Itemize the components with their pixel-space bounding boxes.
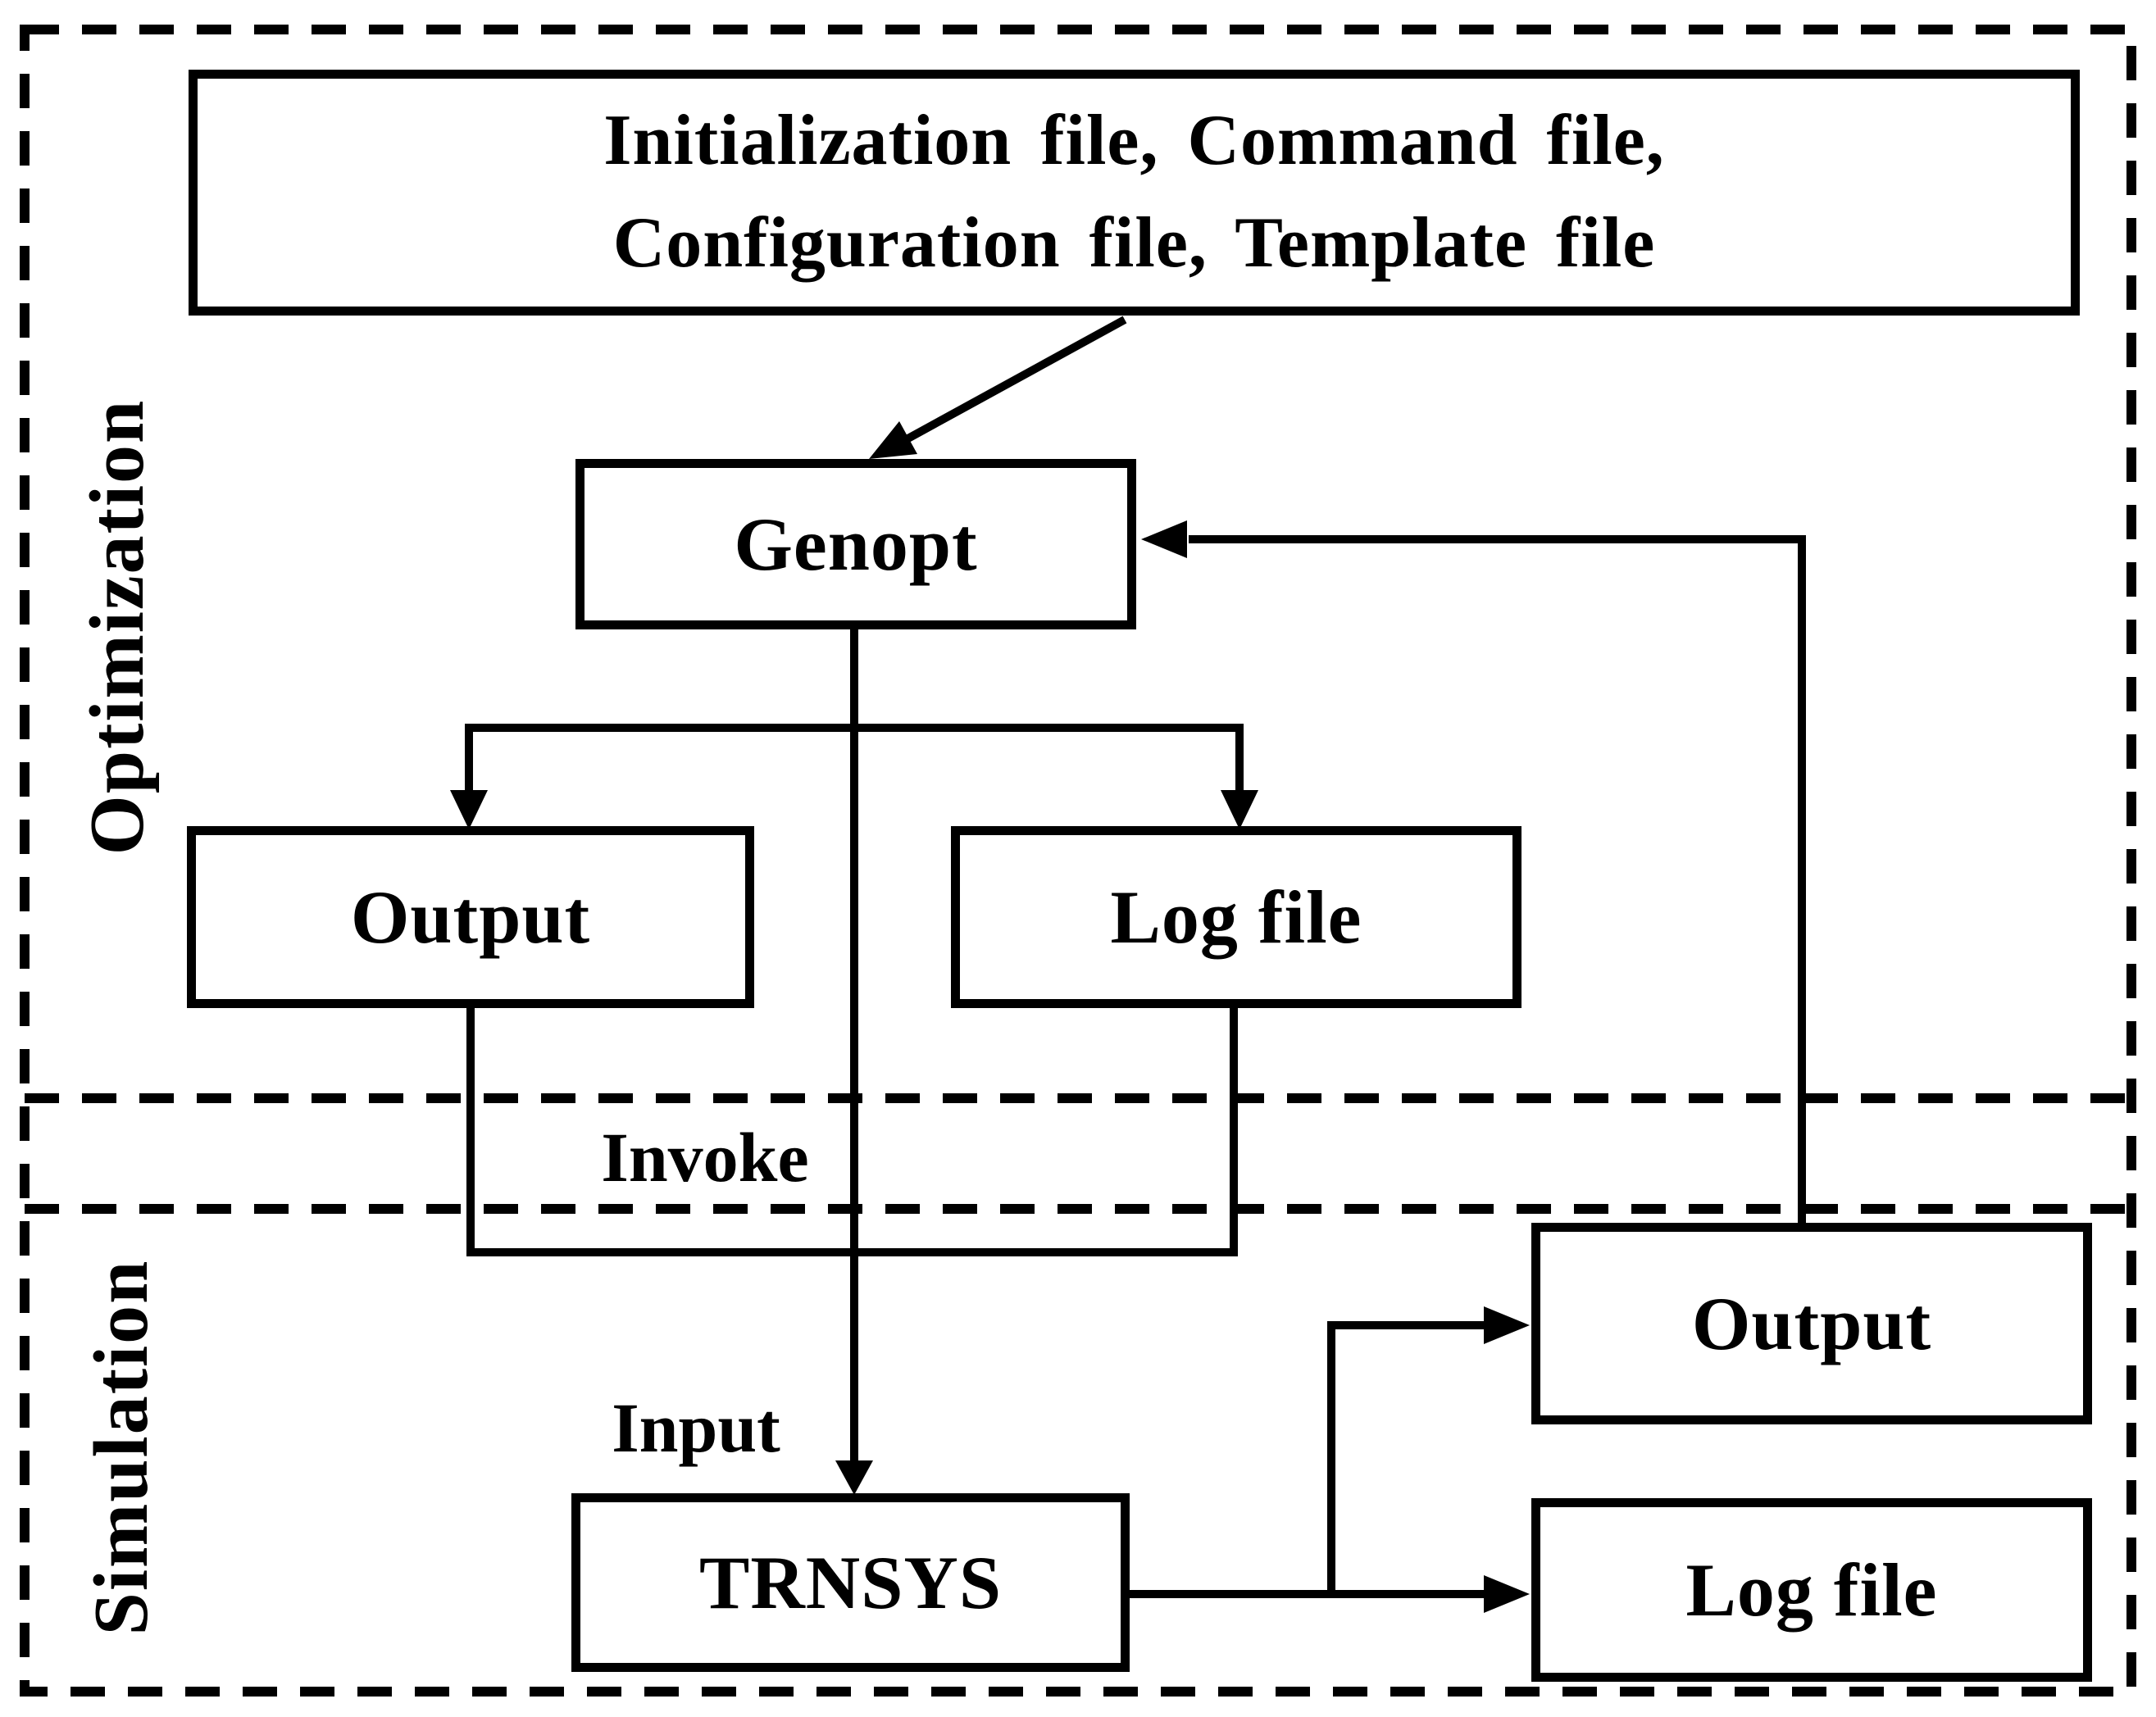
input-files-line1: Initialization file, Command file,: [603, 101, 1665, 181]
trnsys-box: TRNSYS: [571, 1493, 1130, 1672]
logfile-left-label: Log file: [1110, 875, 1362, 959]
simulation-section-label: Simulation: [79, 1259, 164, 1636]
branch-genopt-outputs-line: [465, 724, 1244, 793]
feedback-output-to-genopt-head: [1141, 520, 1187, 558]
arrow-genopt-to-trnsys-head: [835, 1460, 873, 1495]
trnsys-label: TRNSYS: [698, 1541, 1002, 1624]
output-right-label: Output: [1691, 1282, 1932, 1365]
invoke-connector-line: [466, 1008, 1238, 1256]
feedback-output-to-genopt-line: [1189, 535, 1806, 1223]
input-edge-label: Input: [612, 1388, 780, 1467]
output-left-box: Output: [187, 826, 754, 1008]
genopt-label: Genopt: [734, 502, 978, 586]
arrow-trnsys-to-output-right-head: [1484, 1306, 1530, 1344]
optimization-section-label: Optimization: [75, 398, 160, 856]
output-left-label: Output: [350, 875, 591, 959]
arrow-files-to-genopt-line: [903, 316, 1127, 444]
arrow-files-to-genopt-head: [869, 421, 917, 459]
input-files-box: Initialization file, Command file, Confi…: [189, 70, 2080, 316]
arrow-to-logfile-left-head: [1221, 790, 1258, 829]
genopt-box: Genopt: [575, 459, 1136, 629]
arrow-trnsys-to-logfile-right-head: [1484, 1575, 1530, 1613]
logfile-right-label: Log file: [1685, 1548, 1938, 1632]
input-files-line2: Configuration file, Template file: [612, 203, 1656, 283]
logfile-left-box: Log file: [951, 826, 1521, 1008]
arrow-to-output-left-head: [450, 790, 488, 829]
invoke-edge-label: Invoke: [601, 1118, 809, 1197]
outer-dashed-border: [20, 25, 2136, 1697]
output-right-box: Output: [1531, 1223, 2092, 1424]
arrow-trnsys-to-output-right-line: [1327, 1321, 1487, 1594]
logfile-right-box: Log file: [1531, 1498, 2092, 1682]
